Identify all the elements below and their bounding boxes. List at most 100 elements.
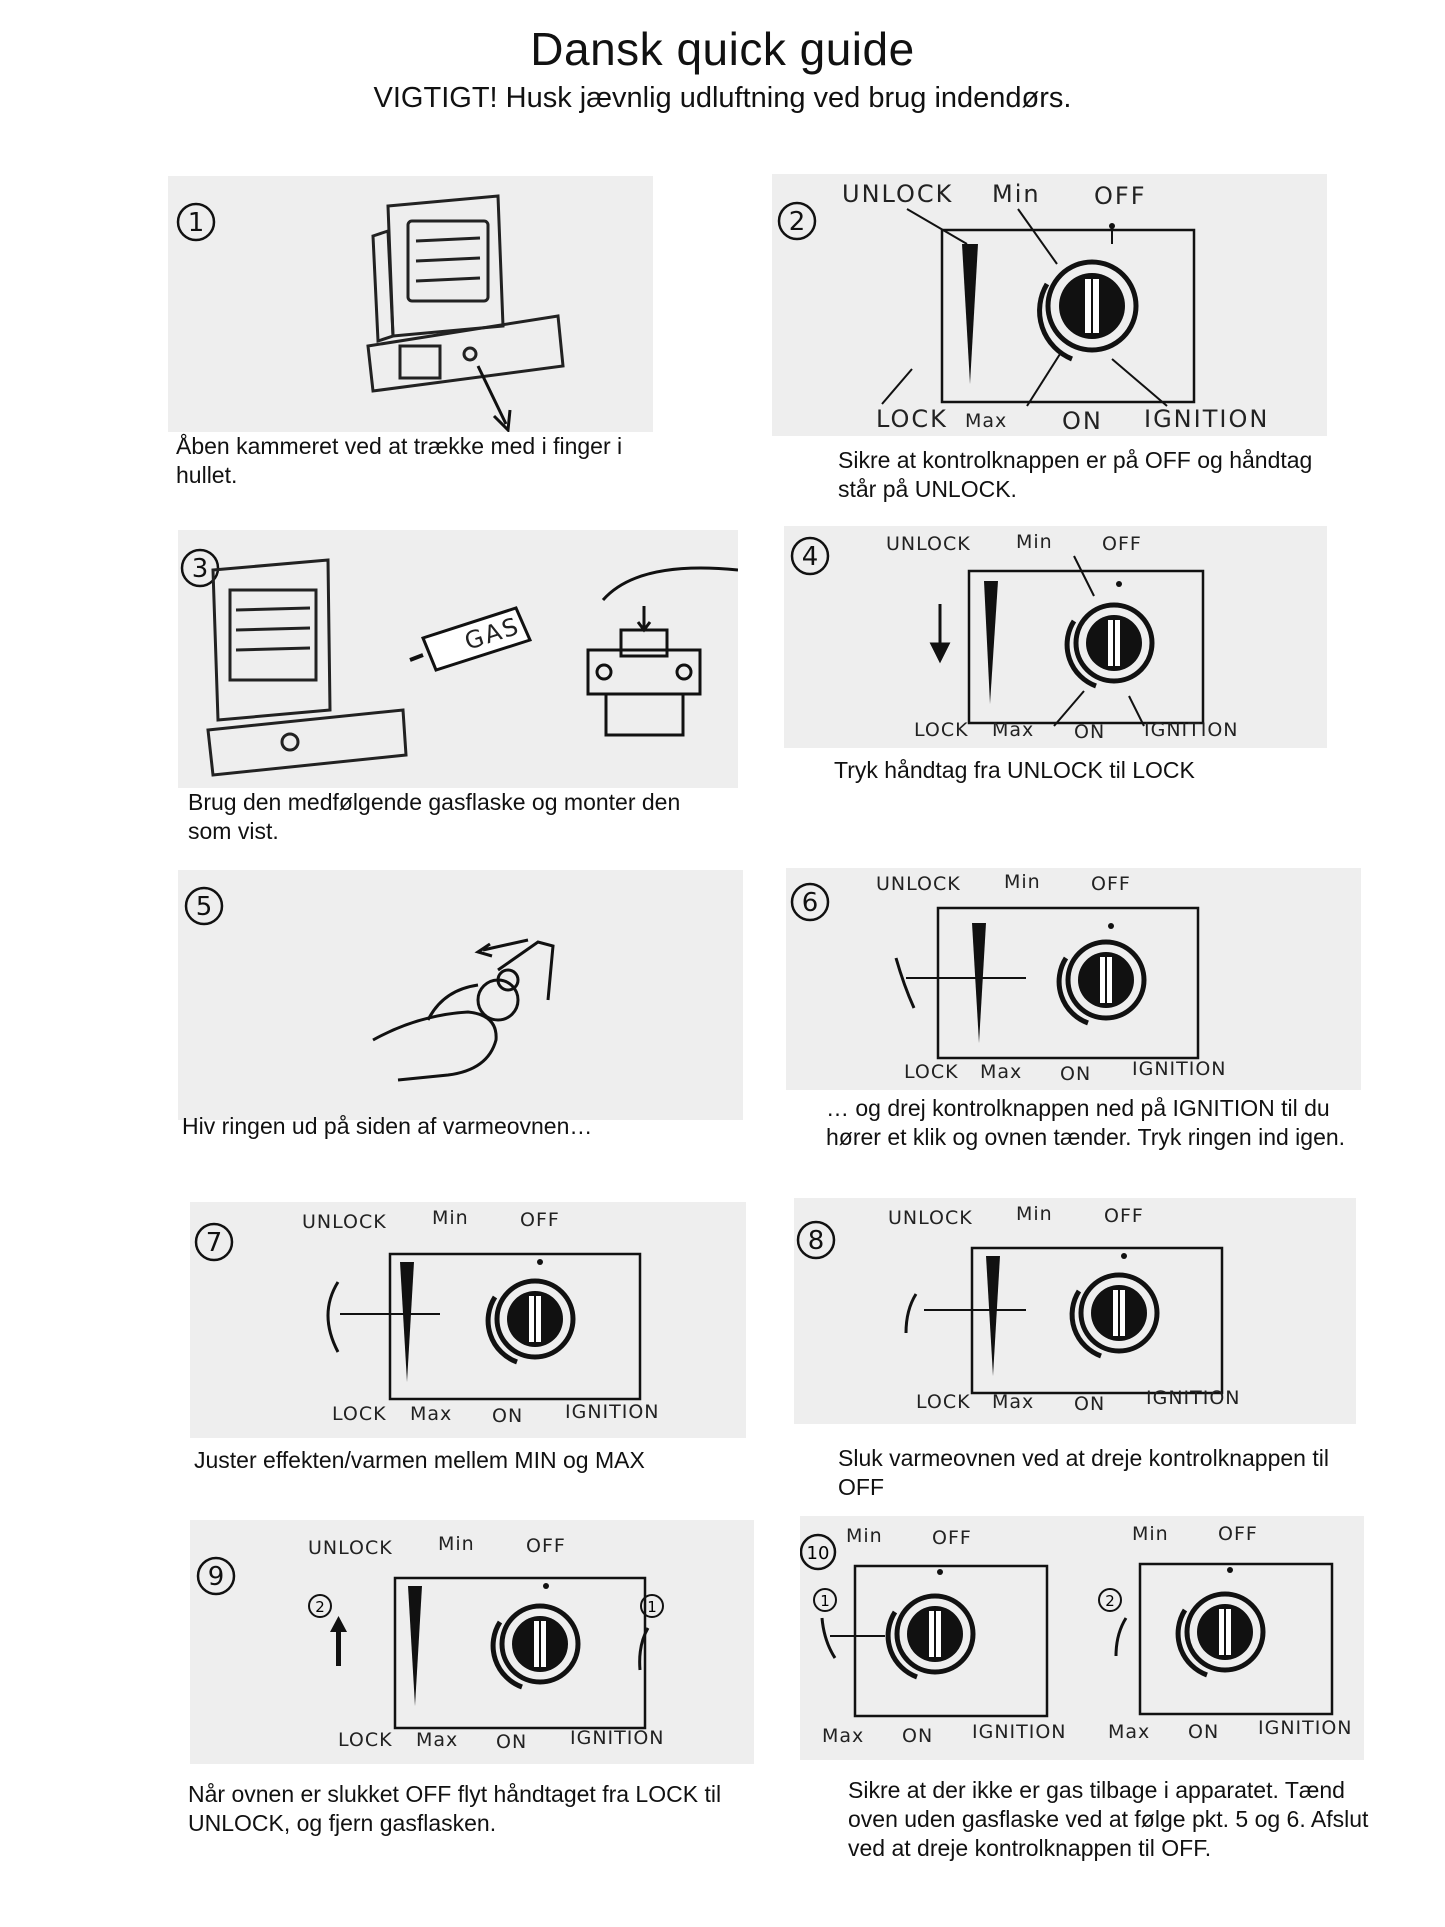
off-label: OFF [1102,533,1142,555]
step-1-number: 1 [188,208,205,238]
step-8-caption: Sluk varmeovnen ved at dreje kontrolknap… [838,1445,1329,1500]
hand-pull-ring-icon [372,938,555,1082]
step-4-number: 4 [802,542,819,572]
step-3-illustration: 3 GAS [178,530,739,788]
on-label: ON [1188,1721,1219,1743]
control-knob-icon [1184,1591,1266,1673]
unlock-label: UNLOCK [888,1207,973,1229]
lock-label: LOCK [904,1061,959,1083]
unlock-label: UNLOCK [842,180,953,208]
step-5-caption: Hiv ringen ud på siden af varmeovnen… [182,1113,593,1139]
off-label: OFF [526,1535,566,1557]
on-label: ON [1074,721,1105,743]
marker-two: 2 [315,1598,325,1616]
ignition-label: IGNITION [565,1401,660,1423]
step-9-illustration: 9 UNLOCK Min OFF 2 1 LOCK Max ON IGNITIO… [190,1520,754,1764]
step-6-caption: … og drej kontrolknappen ned på IGNITION… [826,1095,1346,1150]
max-label: Max [1108,1721,1150,1743]
step-5-number: 5 [196,892,213,922]
step-1-illustration: 1 [168,176,653,434]
gas-canister-icon: GAS [409,606,533,672]
rotate-up-arrow-icon [1114,1617,1128,1657]
control-knob-icon [494,1278,576,1360]
on-label: ON [1060,1063,1091,1085]
min-label: Min [432,1207,469,1229]
control-knob-icon [894,1593,976,1675]
control-knob-icon [499,1603,581,1685]
adjust-arrow-icon [326,1281,340,1353]
max-label: Max [980,1061,1022,1083]
marker-two: 2 [1105,1592,1115,1610]
on-label: ON [1074,1393,1105,1415]
step-4-caption: Tryk håndtag fra UNLOCK til LOCK [834,757,1195,783]
on-label: ON [496,1731,527,1753]
on-label: ON [1062,407,1103,435]
rotate-down-arrow-icon [894,957,916,1009]
lever-icon [984,581,998,704]
step-8-illustration: 8 UNLOCK Min OFF LOCK Max ON IGNITION [794,1198,1356,1424]
heater-icon [206,558,408,777]
lever-icon [986,1256,1000,1376]
min-label: Min [992,180,1041,208]
control-knob-icon [1045,259,1139,353]
step-1-caption: Åben kammeret ved at trække med i finger… [176,433,623,488]
step-9-caption: Når ovnen er slukket OFF flyt håndtaget … [188,1781,722,1836]
control-panel-frame [967,569,1205,725]
down-arrow-icon [929,604,951,664]
min-label: Min [438,1533,475,1555]
control-panel-frame [1138,1562,1334,1716]
control-panel-frame [388,1252,642,1401]
step-7-number: 7 [206,1228,223,1258]
rotate-up-arrow-icon [904,1293,918,1334]
max-label: Max [992,719,1034,741]
max-label: Max [822,1725,864,1747]
ignition-label: IGNITION [1258,1717,1353,1739]
min-label: Min [1132,1523,1169,1545]
marker-one: 1 [647,1598,657,1616]
off-label: OFF [1104,1205,1144,1227]
off-label: OFF [1094,182,1147,210]
max-label: Max [410,1403,452,1425]
control-panel-frame [970,1246,1224,1395]
marker-one: 1 [820,1592,830,1610]
step-4-illustration: 4 UNLOCK Min OFF LOCK Max ON IGNITION [784,526,1327,748]
lever-icon [962,244,978,384]
step-3-caption: Brug den medfølgende gasflaske og monter… [188,789,681,844]
ignition-label: IGNITION [972,1721,1067,1743]
off-label: OFF [1091,873,1131,895]
lever-icon [408,1586,422,1706]
lock-label: LOCK [916,1391,971,1413]
step-6-number: 6 [802,888,819,918]
unlock-label: UNLOCK [302,1211,387,1233]
ignition-label: IGNITION [1132,1058,1227,1080]
ignition-label: IGNITION [1144,405,1269,433]
up-arrow-icon [330,1616,347,1666]
off-label: OFF [520,1209,560,1231]
step-7-caption: Juster effekten/varmen mellem MIN og MAX [194,1447,645,1473]
lock-label: LOCK [338,1729,393,1751]
on-label: ON [902,1725,933,1747]
control-knob-icon [1078,1272,1160,1354]
control-panel-frame [940,228,1196,404]
unlock-label: UNLOCK [876,873,961,895]
lever-icon [400,1262,414,1382]
step-3-number: 3 [192,554,209,584]
lock-label: LOCK [332,1403,387,1425]
page-subtitle: VIGTIGT! Husk jævnlig udluftning ved bru… [373,82,1072,114]
min-label: Min [1016,1203,1053,1225]
rotate-down-arrow-icon [820,1617,837,1659]
rotate-up-arrow-icon [638,1627,650,1671]
ignition-label: IGNITION [1146,1387,1241,1409]
step-2-illustration: 2 UNLOCK Min OFF LOCK Max ON IGNITION [772,174,1327,436]
lever-icon [972,923,986,1043]
off-label: OFF [932,1527,972,1549]
unlock-label: UNLOCK [308,1537,393,1559]
max-label: Max [416,1729,458,1751]
ignition-label: IGNITION [1144,719,1239,741]
control-panel-frame [393,1576,647,1730]
control-panel-frame [936,906,1200,1060]
step-8-number: 8 [808,1226,825,1256]
control-knob-icon [1073,602,1155,684]
control-knob-icon [1065,939,1147,1021]
step-10-number: 10 [807,1543,830,1564]
